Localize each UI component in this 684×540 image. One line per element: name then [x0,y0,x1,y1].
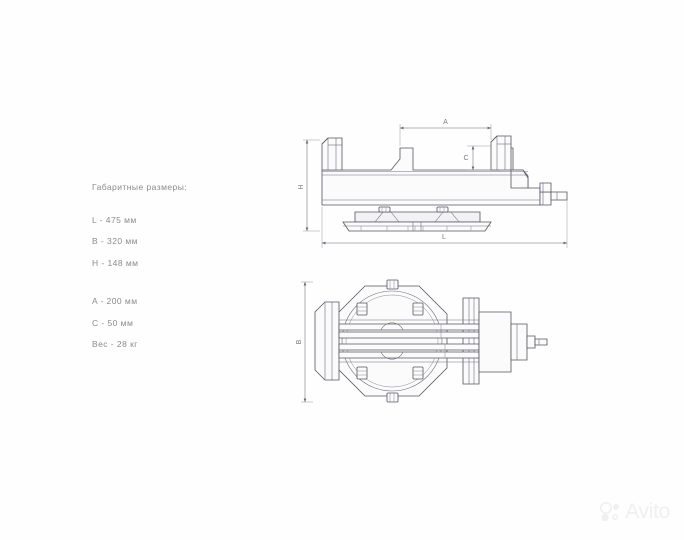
dimensions-spec-block: Габаритные размеры: L - 475 мм B - 320 м… [92,183,262,362]
spec-jaw-depth: C - 50 мм [92,317,134,328]
plan-bolt-bottom-left [356,366,368,380]
swivel-base-octagon [336,285,448,397]
side-elevation-view: A H C [298,119,568,248]
base-bolt-left [378,206,391,213]
plan-view: B [296,279,548,403]
plan-center-hub [380,322,404,360]
dimension-B-label: B [296,339,303,344]
plan-fixed-jaw [314,301,340,381]
fixed-jaw [321,137,343,171]
dimension-A-label: A [443,119,448,126]
dimension-H-label: H [298,184,305,189]
dimension-C-label: C [463,155,468,162]
dimension-B: B [296,281,313,403]
plan-bolt-top-right [412,302,424,316]
avito-wordmark: Avito [625,500,670,523]
dimension-L-label: L [442,234,446,241]
avito-watermark: Avito [600,500,670,524]
spec-height: H - 148 мм [92,257,139,268]
dimension-A: A [399,119,492,146]
spec-title: Габаритные размеры: [92,182,188,192]
plan-bolt-top-center [386,279,399,290]
movable-jaw [490,135,512,171]
plan-screw-body [478,311,548,373]
spec-weight: Вес - 28 кг [92,339,138,349]
dimension-C: C [463,145,491,171]
plan-bolt-top-left [356,302,368,316]
screw-housing [510,169,568,206]
swivel-base [342,206,492,232]
spec-length: L - 475 мм [92,214,137,225]
technical-drawing: .ln { stroke:#55555f; stroke-width:.8; f… [295,100,585,440]
avito-logo-icon [600,502,620,522]
plan-movable-jaw [462,297,480,385]
spec-jaw-opening: A - 200 мм [92,296,138,306]
plan-bolt-bottom-right [412,366,424,380]
dimension-H: H [298,139,320,232]
plan-bolt-bottom-center [386,392,399,403]
spec-width: B - 320 мм [92,236,138,246]
base-bolt-right [436,206,449,213]
spec-divider [92,280,262,297]
dimension-L: L [321,200,568,248]
